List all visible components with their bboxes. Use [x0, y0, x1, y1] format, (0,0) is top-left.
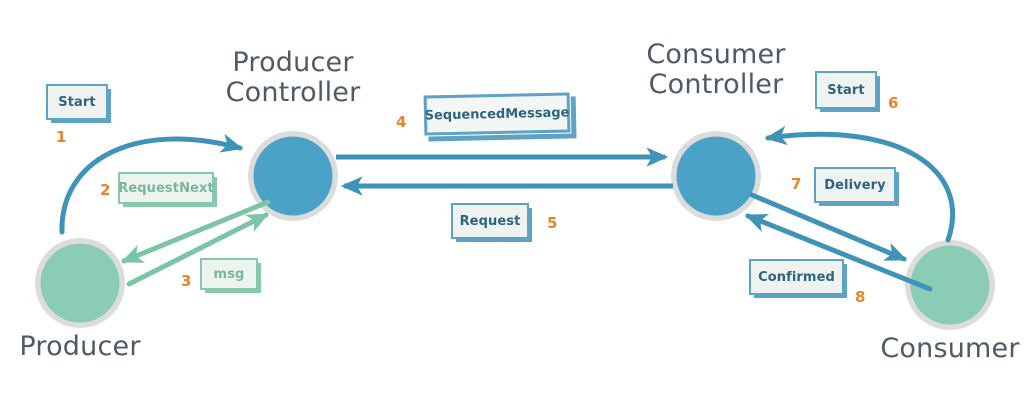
- message-box-start-right[interactable]: Start: [815, 71, 880, 112]
- step-number-7: 7: [791, 175, 802, 193]
- message-box-request[interactable]: Request: [451, 203, 532, 242]
- step-number-3: 3: [181, 272, 192, 290]
- message-box-delivery[interactable]: Delivery: [814, 167, 899, 206]
- step-number-6: 6: [888, 94, 899, 112]
- step-number-8: 8: [855, 288, 866, 306]
- step-number-1: 1: [56, 128, 67, 146]
- message-box-sequenced-message[interactable]: SequencedMessage: [423, 92, 577, 142]
- node-producer: [35, 238, 125, 328]
- message-box-label: Start: [827, 82, 865, 98]
- step-number-2: 2: [100, 181, 111, 199]
- message-box-start-left[interactable]: Start: [46, 84, 111, 123]
- message-box-label: Start: [58, 94, 96, 110]
- message-box-face: SequencedMessage: [423, 92, 571, 136]
- message-box-label: Confirmed: [758, 269, 835, 285]
- node-consumer-controller: [671, 131, 761, 221]
- label-consumer: Consumer: [880, 333, 1020, 364]
- node-consumer: [905, 240, 995, 330]
- label-producer: Producer: [19, 331, 141, 362]
- node-producer-controller: [248, 131, 338, 221]
- message-box-label: Delivery: [824, 177, 886, 193]
- arrow-step-8: [744, 213, 933, 292]
- message-box-confirmed[interactable]: Confirmed: [749, 259, 847, 298]
- message-box-msg[interactable]: msg: [200, 258, 261, 293]
- message-box-request-next[interactable]: RequestNext: [118, 172, 217, 207]
- arrow-step-7: [749, 192, 908, 262]
- box-shadow-right: [570, 96, 577, 137]
- step-number-4: 4: [396, 113, 407, 131]
- message-box-label: msg: [213, 266, 245, 282]
- message-box-label: SequencedMessage: [424, 104, 570, 124]
- arrow-step-1: [59, 133, 244, 235]
- arrow-step-2: [120, 199, 271, 264]
- message-box-label: Request: [459, 213, 521, 229]
- label-producer-controller: Producer Controller: [225, 47, 361, 109]
- arrow-step-3: [126, 212, 269, 287]
- step-number-5: 5: [547, 214, 558, 232]
- message-box-label: RequestNext: [118, 180, 214, 196]
- arrow-step-6: [764, 125, 955, 243]
- label-consumer-controller: Consumer Controller: [646, 39, 786, 101]
